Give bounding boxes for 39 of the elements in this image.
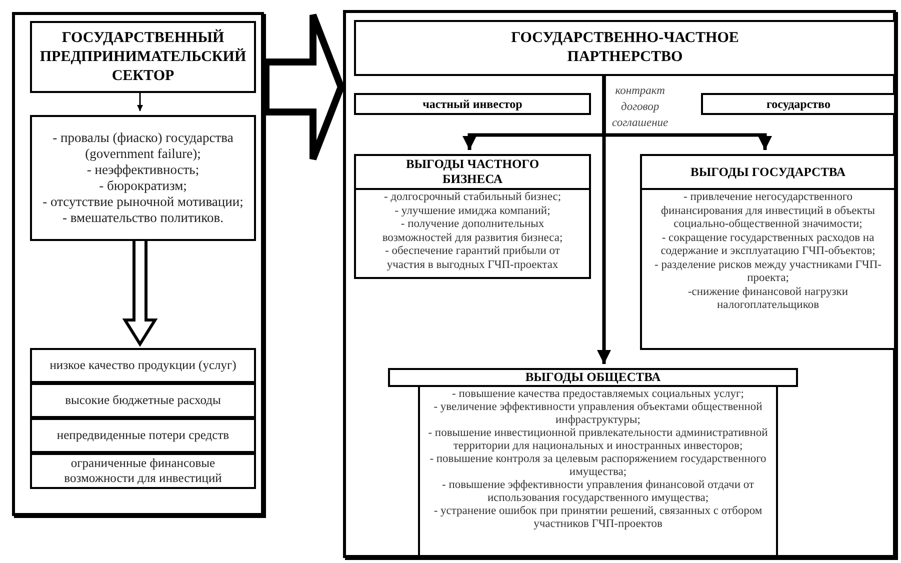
arrow <box>137 90 143 111</box>
list-item: - повышение инвестиционной привлекательности административной территории для национальных и иностранных инвесторов; <box>427 427 769 453</box>
card-heading: ВЫГОДЫ ОБЩЕСТВА <box>388 368 798 387</box>
list-item: - неэффективность; <box>86 162 200 178</box>
list-item: - повышение эффективности управления финансовой отдачи от использования государственного имущества; <box>441 479 755 505</box>
note-text: договор <box>621 99 660 115</box>
card-heading: ВЫГОДЫ ГОСУДАРСТВА <box>642 156 894 190</box>
list-item: - провалы (фиаско) государства (government failure); <box>52 130 234 162</box>
list-item: - обеспечение гарантий прибыли от участия в выгодных ГЧП-проектах <box>384 245 561 272</box>
table-row: ограниченные финансовые возможности для инвестиций <box>30 453 256 489</box>
list-item: - долгосрочный стабильный бизнес; <box>384 191 562 204</box>
benefit-card <box>354 154 591 279</box>
list-box <box>30 115 256 241</box>
table-row: высокие бюджетные расходы <box>30 383 256 418</box>
list-item: - повышение контроля за целевым распоряжением государственного имущества; <box>428 453 768 479</box>
panel-frame <box>343 10 896 558</box>
arrow <box>597 73 611 364</box>
list-item: - устранение ошибок при принятии решений, связанных с отбором участников ГЧП-проектов <box>432 505 764 531</box>
list-item: - улучшение имиджа компаний; <box>394 204 550 218</box>
benefit-card <box>388 368 798 557</box>
list-item: -снижение финансовой нагрузки налогоплательщиков <box>686 286 850 312</box>
panel-frame <box>12 12 264 516</box>
list-item: - бюрократизм; <box>99 178 187 194</box>
card-heading: ВЫГОДЫ ЧАСТНОГО БИЗНЕСА <box>356 156 589 190</box>
list-item: - отсутствие рыночной мотивации; <box>42 194 244 210</box>
title-box: ГОСУДАРСТВЕННО-ЧАСТНОЕ ПАРТНЕРСТВО <box>354 20 896 76</box>
list-item: - повышение качества предоставляемых социальных услуг; <box>452 388 744 401</box>
title-box: ГОСУДАРСТВЕННЫЙ ПРЕДПРИНИМАТЕЛЬСКИЙ СЕКТОР <box>30 21 256 93</box>
list-item: - привлечение негосударственного финансирования для инвестиций в объекты социально-общественной значимости; <box>660 191 876 232</box>
table-row: низкое качество продукции (услуг) <box>30 348 256 383</box>
list-item: - увеличение эффективности управления объектами общественной инфраструктуры; <box>432 401 764 427</box>
list-item: - разделение рисков между участниками ГЧП-проекта; <box>654 258 882 286</box>
title-box: государство <box>701 93 896 115</box>
list-item: - сокращение государственных расходов на содержание и эксплуатацию ГЧП-объектов; <box>660 232 876 258</box>
title-box: частный инвестор <box>354 93 591 115</box>
list-item: - получение дополнительных возможностей для развития бизнеса; <box>381 218 564 245</box>
table-row: непредвиденные потери средств <box>30 418 256 453</box>
list-item: - вмешательство политиков. <box>62 210 224 226</box>
benefit-card <box>640 154 896 350</box>
